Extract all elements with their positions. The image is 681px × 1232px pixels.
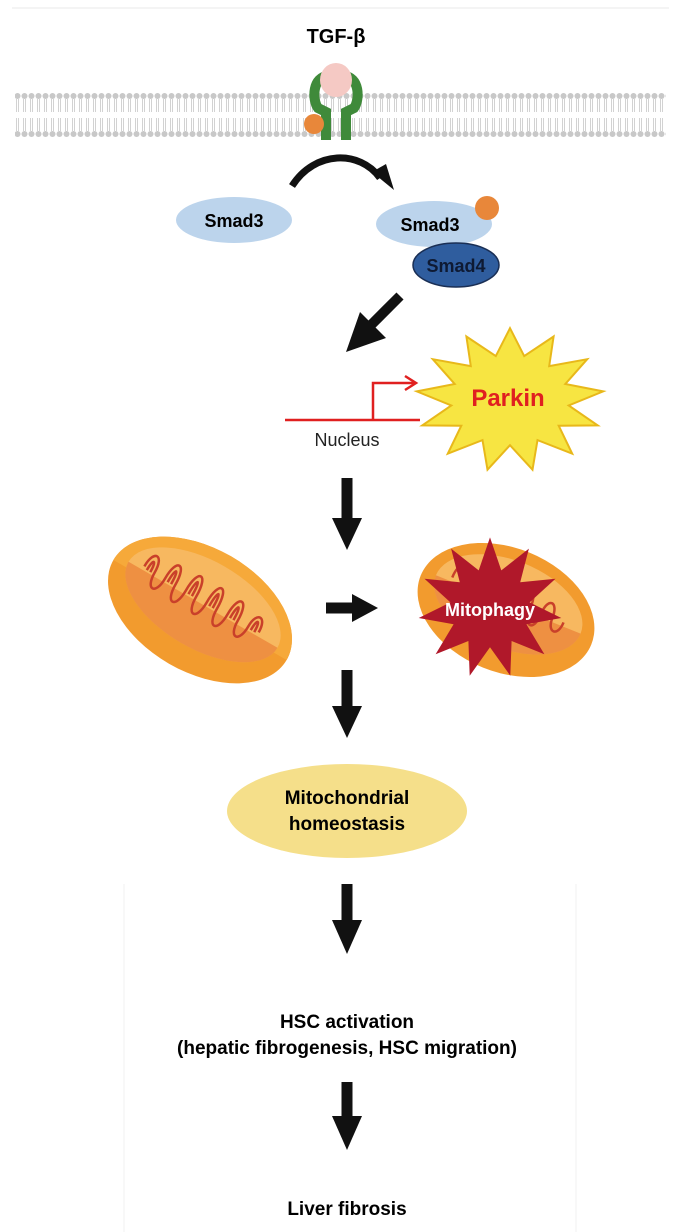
- activation-arrowhead: [372, 164, 394, 190]
- parkin-label: Parkin: [471, 385, 544, 412]
- translocation-arrowhead: [346, 312, 386, 352]
- smad4-label: Smad4: [426, 256, 485, 276]
- mitophagy-label: Mitophagy: [445, 600, 535, 620]
- homeostasis-line2: homeostasis: [289, 814, 405, 835]
- arrow-to-homeostasis-head: [332, 706, 362, 738]
- receptor-phosphate: [304, 114, 324, 134]
- homeostasis-node: [227, 764, 467, 858]
- mitochondrion-healthy: [108, 536, 292, 684]
- hsc-line2: (hepatic fibrogenesis, HSC migration): [177, 1038, 517, 1059]
- smad3-active-label: Smad3: [400, 215, 459, 235]
- smad3-inactive-label: Smad3: [204, 211, 263, 231]
- parkin-burst: [413, 325, 607, 472]
- tgf-beta-receptor: [304, 63, 363, 140]
- activation-arrow: [289, 154, 383, 188]
- smad3-phosphate: [475, 196, 499, 220]
- tgf-beta-label: TGF-β: [307, 26, 366, 48]
- arrow-to-fibrosis-head: [332, 1116, 362, 1150]
- tgf-beta-ligand: [320, 63, 352, 97]
- cell-membrane: [15, 92, 666, 138]
- arrow-to-damaged-head: [352, 594, 378, 622]
- smad4: [412, 242, 500, 288]
- smad3-inactive: [176, 197, 292, 243]
- homeostasis-line1: Mitochondrial: [285, 788, 410, 809]
- liver-fibrosis-label: Liver fibrosis: [287, 1199, 406, 1220]
- nucleus-label: Nucleus: [314, 430, 379, 450]
- transcription-arrowhead: [404, 374, 419, 392]
- arrow-to-hsc-head: [332, 920, 362, 954]
- hsc-line1: HSC activation: [280, 1012, 414, 1033]
- transcription-start-arrow: [371, 381, 414, 420]
- smad3-active: [376, 201, 492, 247]
- arrow-to-mitophagy-head: [332, 518, 362, 550]
- mitophagy-burst: [418, 537, 562, 676]
